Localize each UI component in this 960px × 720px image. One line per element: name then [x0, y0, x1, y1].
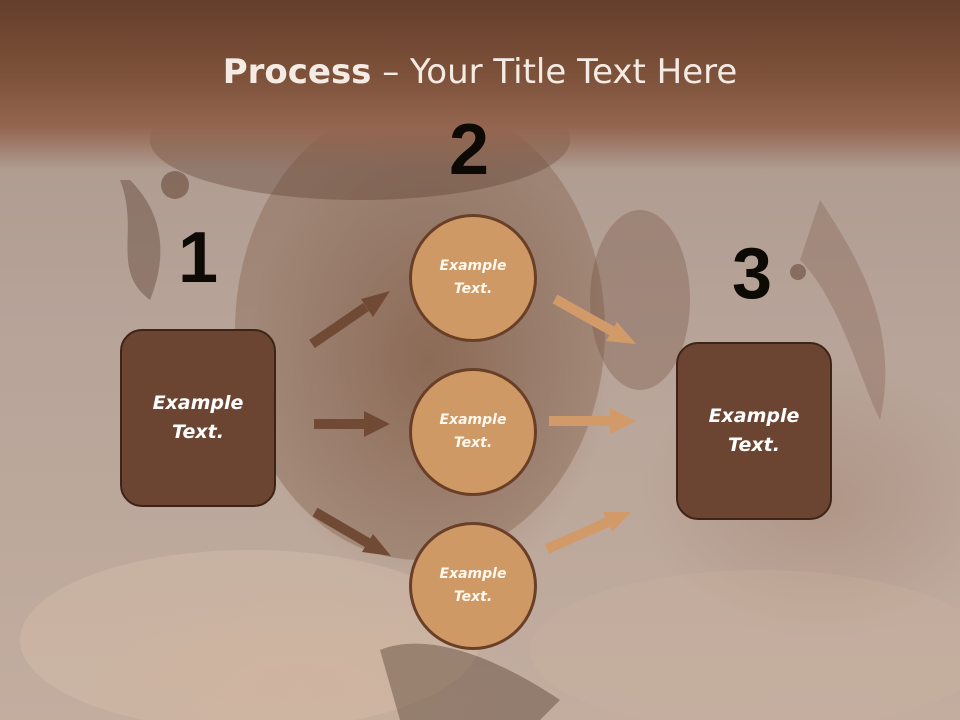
right-process-box: Example Text. — [676, 342, 832, 520]
arrow-left-to-bottom-head — [362, 534, 391, 556]
slide-title: Process – Your Title Text Here — [0, 52, 960, 92]
arrow-bottom-to-right-head — [603, 512, 631, 532]
arrow-top-to-right-shaft — [552, 294, 615, 336]
process-circle-bottom: Example Text. — [409, 522, 537, 650]
circle-top-text: Example Text. — [439, 258, 507, 297]
circle-bottom-text: Example Text. — [439, 566, 507, 605]
left-process-box: Example Text. — [120, 329, 276, 507]
circle-middle-text: Example Text. — [439, 412, 507, 451]
left-box-text: Example Text. — [152, 392, 244, 443]
arrow-middle-to-right-head — [610, 408, 636, 434]
right-box-text: Example Text. — [708, 405, 800, 456]
step-number-3: 3 — [732, 234, 773, 314]
process-circle-middle: Example Text. — [409, 368, 537, 496]
arrow-left-to-top-head — [361, 291, 390, 317]
header-band — [0, 0, 960, 170]
title-bold: Process — [222, 52, 372, 92]
title-rest: – Your Title Text Here — [371, 52, 738, 92]
arrow-left-to-middle-head — [364, 411, 390, 437]
arrow-left-to-top-shaft — [309, 302, 369, 349]
arrow-left-to-bottom-shaft — [312, 507, 371, 548]
arrow-bottom-to-right-shaft — [544, 517, 611, 554]
arrow-top-to-right-head — [606, 322, 636, 344]
step-number-2: 2 — [449, 110, 490, 190]
process-circle-top: Example Text. — [409, 214, 537, 342]
step-number-1: 1 — [178, 218, 219, 298]
